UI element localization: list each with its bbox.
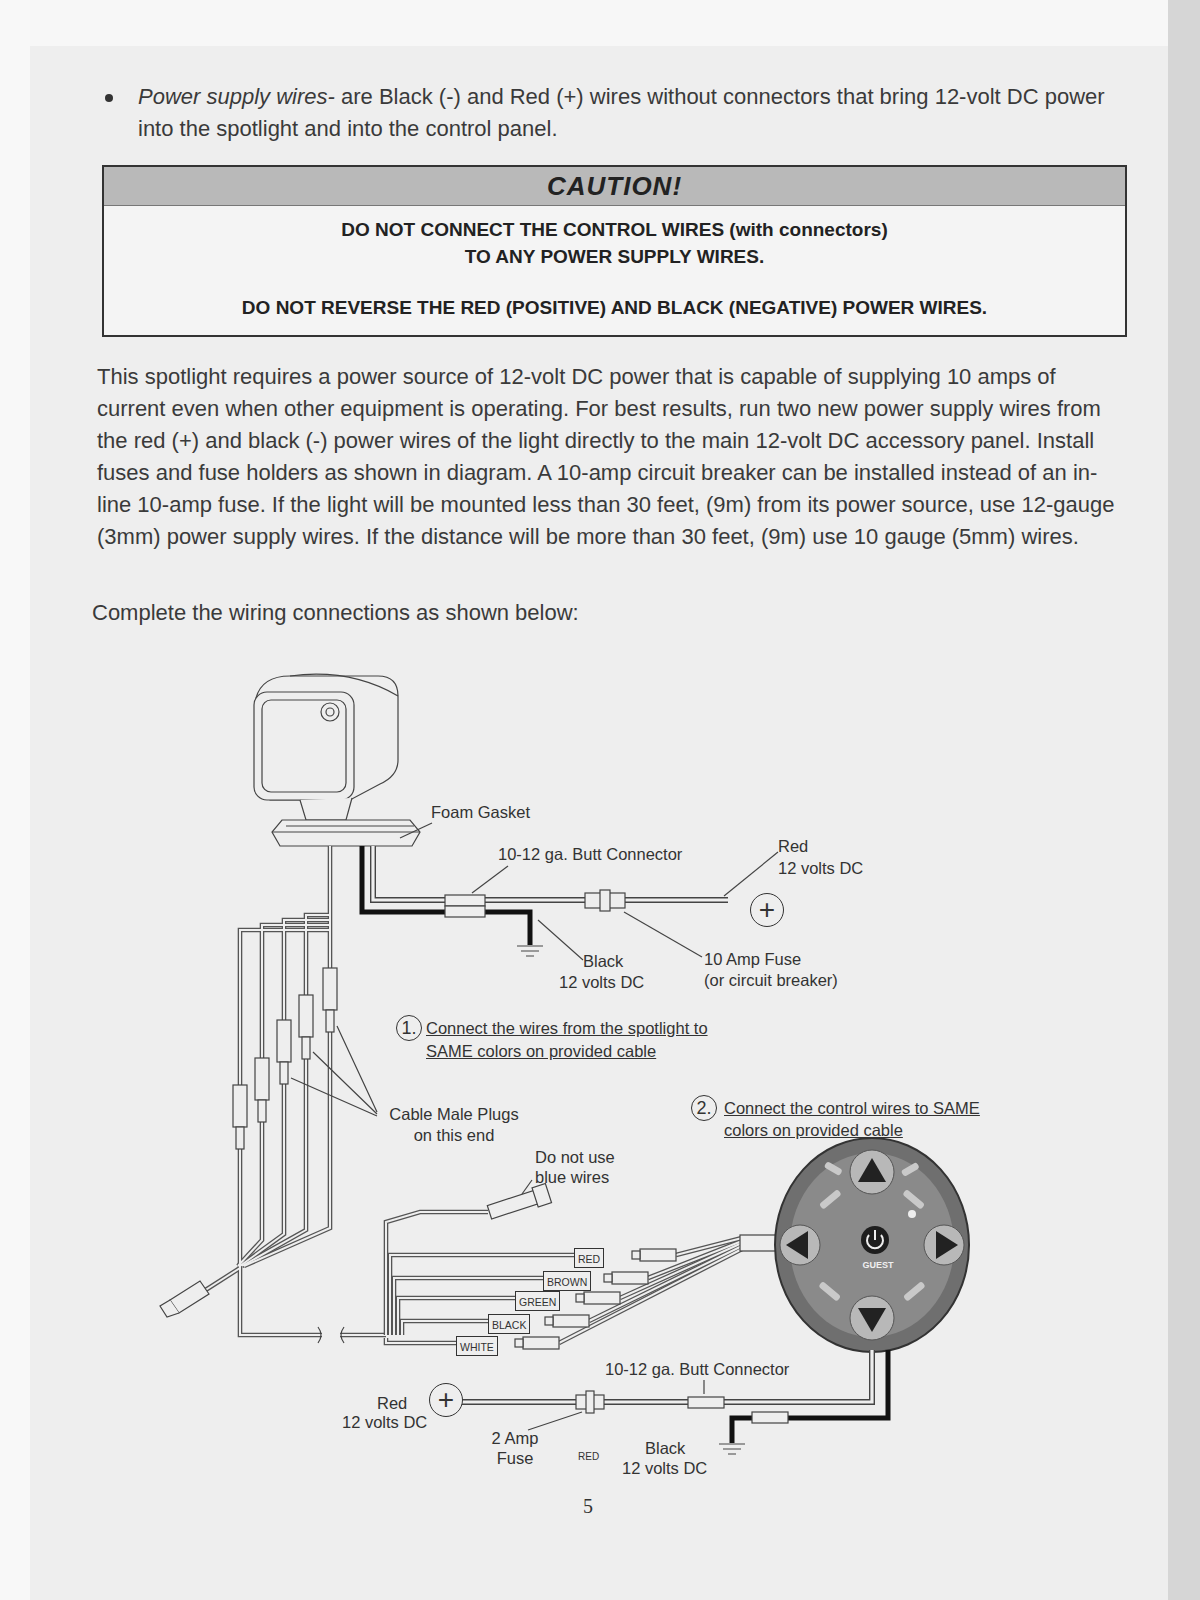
wire-color-label: Black bbox=[583, 952, 623, 972]
wire-tag: BLACK bbox=[488, 1314, 530, 1334]
instruction-text: Complete the wiring connections as shown… bbox=[92, 600, 579, 626]
page-number: 5 bbox=[583, 1494, 593, 1518]
control-panel bbox=[775, 1138, 969, 1352]
spotlight-drawing bbox=[254, 674, 420, 846]
part-label: Foam Gasket bbox=[431, 803, 530, 823]
voltage-label: 12 volts DC bbox=[778, 859, 863, 879]
brand-mark: GUEST bbox=[862, 1260, 893, 1271]
wire-color-text: WHITE bbox=[460, 1341, 494, 1353]
part-label: 2 Amp Fuse bbox=[487, 1428, 543, 1468]
caution-box: CAUTION! DO NOT CONNECT THE CONTROL WIRES… bbox=[102, 165, 1127, 337]
wire-color-label: Red bbox=[377, 1394, 407, 1414]
wire-color-label: Black bbox=[645, 1439, 685, 1459]
step-instruction: Connect the wires from the spotlight to … bbox=[426, 1017, 726, 1063]
voltage-label: 12 volts DC bbox=[622, 1459, 707, 1479]
callout-text: 1. bbox=[401, 1019, 416, 1037]
part-label: 10-12 ga. Butt Connector bbox=[605, 1360, 789, 1380]
part-label: 10-12 ga. Butt Connector bbox=[498, 845, 682, 865]
step-instruction: Connect the control wires to SAME colors… bbox=[724, 1097, 989, 1141]
plus-sign: + bbox=[438, 1386, 454, 1414]
caution-text: DO NOT REVERSE THE RED (POSITIVE) AND BL… bbox=[112, 294, 1117, 321]
body-paragraph: This spotlight requires a power source o… bbox=[97, 361, 1129, 553]
voltage-label: 12 volts DC bbox=[342, 1413, 427, 1433]
wire-color-text: BROWN bbox=[547, 1276, 587, 1288]
caution-heading: CAUTION! bbox=[104, 167, 1125, 206]
wire-color-label: RED bbox=[578, 1451, 599, 1463]
callout-number: 2. bbox=[691, 1095, 717, 1121]
part-label: Cable Male Plugs on this end bbox=[379, 1104, 529, 1146]
callout-text: 2. bbox=[696, 1099, 711, 1117]
voltage-label: 12 volts DC bbox=[559, 973, 644, 993]
positive-terminal: + bbox=[429, 1383, 463, 1417]
positive-terminal: + bbox=[750, 893, 784, 927]
plus-sign: + bbox=[759, 896, 775, 924]
caution-text: DO NOT CONNECT THE CONTROL WIRES (with c… bbox=[327, 216, 902, 270]
wire-color-text: GREEN bbox=[519, 1296, 556, 1308]
wire-tag: GREEN bbox=[515, 1291, 560, 1311]
wire-tag: WHITE bbox=[456, 1336, 498, 1356]
wire-color-text: BLACK bbox=[492, 1319, 526, 1331]
wire-tag: BROWN bbox=[543, 1271, 591, 1291]
callout-number: 1. bbox=[396, 1015, 422, 1041]
part-note: (or circuit breaker) bbox=[704, 971, 838, 991]
wire-color-label: Red bbox=[778, 837, 808, 857]
wire-tag: RED bbox=[574, 1248, 604, 1268]
warning-note: Do not use blue wires bbox=[535, 1147, 627, 1187]
lead-term: Power supply wires- bbox=[138, 84, 335, 109]
part-label: 10 Amp Fuse bbox=[704, 950, 801, 970]
wire-color-text: RED bbox=[578, 1253, 600, 1265]
bullet-paragraph: Power supply wires-are Black (-) and Red… bbox=[138, 81, 1123, 145]
